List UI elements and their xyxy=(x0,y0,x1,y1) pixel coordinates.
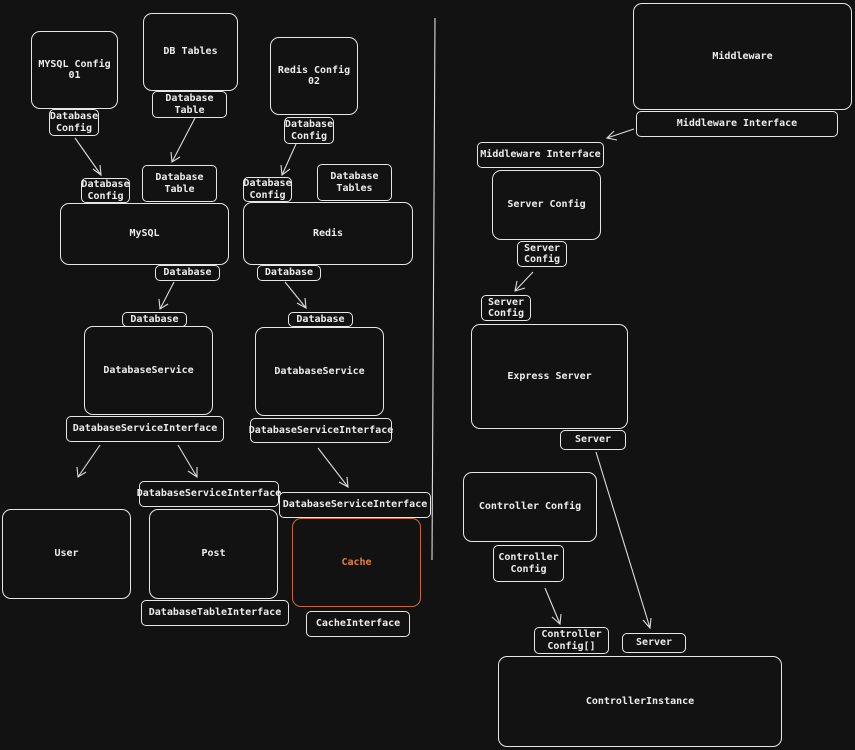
mysql-table-input: Database Table xyxy=(142,165,217,202)
arrow-service-to-post xyxy=(177,444,198,478)
redis-node: Redis xyxy=(243,202,413,265)
arrowhead-db-table xyxy=(170,151,181,163)
middleware-node: Middleware xyxy=(633,3,852,110)
arrowhead-middleware-interface xyxy=(605,130,618,141)
middleware-interface-input: Middleware Interface xyxy=(477,142,604,168)
controller-instance-server-input: Server xyxy=(622,633,686,653)
arrow-mysql-database xyxy=(159,281,175,310)
service1-interface-output: DatabaseServiceInterface xyxy=(66,416,224,442)
mysql-node: MySQL xyxy=(60,203,229,265)
arrowhead-service-to-user xyxy=(76,466,87,478)
db-tables-table-output: Database Table xyxy=(152,91,227,118)
server-config-node: Server Config xyxy=(492,170,601,240)
service2-interface-output: DatabaseServiceInterface xyxy=(249,418,393,443)
arrowhead-mysql-config xyxy=(92,164,102,177)
controller-config-output: Controller Config xyxy=(493,545,564,582)
arrowhead-redis-config xyxy=(280,164,291,177)
arrow-server xyxy=(595,451,651,629)
service2-database-input: Database xyxy=(288,312,353,327)
mysql-database-config-output: Database Config xyxy=(49,109,99,136)
cache-interface: CacheInterface xyxy=(306,611,410,637)
arrow-redis-config xyxy=(281,143,297,176)
mysql-database-output: Database xyxy=(155,265,220,281)
db-tables-node: DB Tables xyxy=(143,13,238,91)
arrowhead-server-config xyxy=(514,280,526,292)
controller-instance-node: ControllerInstance xyxy=(498,656,782,747)
redis-database-output: Database xyxy=(257,265,321,281)
arrowhead-redis-database xyxy=(296,297,307,309)
mysql-config-node: MYSQL Config 01 xyxy=(31,31,118,109)
arrow-redis-database xyxy=(284,281,307,309)
mysql-database-config-input: Database Config xyxy=(81,178,130,203)
arrowhead-service-to-cache xyxy=(338,476,349,488)
post-table-interface: DatabaseTableInterface xyxy=(141,600,289,626)
controller-config-node: Controller Config xyxy=(463,472,597,542)
section-divider xyxy=(431,17,436,561)
redis-database-config-output: Database Config xyxy=(284,117,334,144)
arrow-db-table xyxy=(171,117,196,163)
controller-instance-config-input: Controller Config[] xyxy=(534,627,609,654)
express-server-output: Server xyxy=(560,430,626,450)
arrow-controller-config xyxy=(544,587,561,625)
arrowhead-mysql-database xyxy=(158,298,169,310)
service1-database-input: Database xyxy=(122,312,187,327)
user-node: User xyxy=(2,509,131,599)
redis-tables-input: Database Tables xyxy=(317,164,392,201)
database-service-node-1: DatabaseService xyxy=(84,326,213,415)
express-server-config-input: Server Config xyxy=(481,295,531,321)
server-config-output: Server Config xyxy=(517,241,567,267)
cache-node: Cache xyxy=(292,518,421,607)
arrowhead-server xyxy=(642,617,652,630)
middleware-interface-output: Middleware Interface xyxy=(636,111,838,137)
cache-interface-input: DatabaseServiceInterface xyxy=(279,492,431,518)
arrow-mysql-config xyxy=(74,137,102,176)
express-server-node: Express Server xyxy=(471,324,628,429)
redis-database-config-input: Database Config xyxy=(243,177,292,202)
arrow-service-to-cache xyxy=(317,447,349,488)
arrow-middleware-interface xyxy=(606,128,635,139)
arrow-service-to-user xyxy=(77,444,101,478)
database-service-node-2: DatabaseService xyxy=(255,327,384,416)
arrowhead-controller-config xyxy=(551,613,562,626)
post-node: Post xyxy=(149,509,278,599)
redis-config-node: Redis Config 02 xyxy=(270,37,358,115)
arrowhead-service-to-post xyxy=(187,467,198,479)
arrow-server-config xyxy=(514,271,534,292)
post-interface-input: DatabaseServiceInterface xyxy=(137,481,281,507)
